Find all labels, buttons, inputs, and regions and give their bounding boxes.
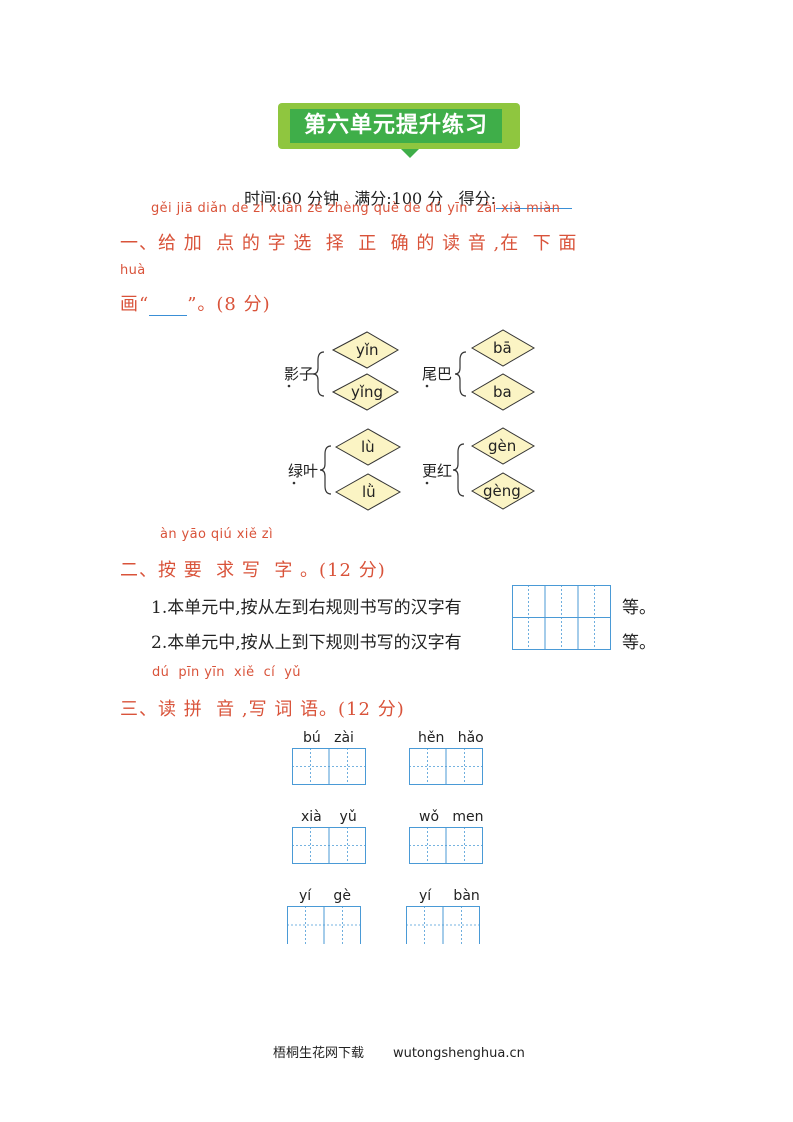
item1-option1: yǐn	[356, 341, 379, 359]
word1-pinyin: bú zài	[303, 730, 354, 746]
item1-dot	[287, 384, 291, 388]
q1-answer-grid[interactable]	[512, 585, 612, 619]
time-label: 时间:60 分钟	[244, 189, 340, 208]
hua-blank	[149, 299, 188, 316]
word3-grid[interactable]	[292, 827, 367, 865]
section2-pinyin: àn yāo qiú xiě zì	[160, 527, 273, 542]
word2-grid[interactable]	[409, 748, 484, 786]
word2-pinyin: hěn hǎo	[418, 730, 484, 746]
section2-q1-suffix: 等。	[622, 598, 656, 618]
section2-heading: 二、按 要 求 写 字 。(12 分)	[120, 560, 386, 581]
score-line: 时间:60 分钟 满分:100 分 得分:	[234, 166, 572, 209]
item4-option1: gèn	[488, 437, 516, 455]
hua-suffix: ”。(8 分)	[187, 294, 271, 315]
q2-answer-grid[interactable]	[512, 617, 612, 651]
section1-pinyin: gěi jiā diǎn de zì xuǎn zé zhèng què de …	[151, 201, 561, 216]
hua-prefix: 画“	[120, 294, 150, 315]
page-title: 第六单元提升练习	[303, 113, 488, 138]
item3-dot	[292, 481, 296, 485]
word1-grid[interactable]	[292, 748, 367, 786]
footer-site-cn: 梧桐生花网下载	[273, 1046, 365, 1061]
item4-brace	[452, 443, 465, 497]
item4-option1-diamond[interactable]	[471, 427, 535, 465]
section2-q2-suffix: 等。	[622, 633, 656, 653]
item3-brace	[319, 445, 332, 495]
item4-word: 更红	[422, 462, 452, 480]
section2-q2: 2.本单元中,按从上到下规则书写的汉字有	[151, 633, 462, 653]
item2-option2-diamond[interactable]	[471, 373, 535, 411]
item1-option2-diamond[interactable]	[331, 373, 399, 411]
word3-pinyin: xià yǔ	[301, 809, 357, 825]
score-blank[interactable]	[495, 190, 572, 209]
section1-hua-pinyin: huà	[120, 263, 146, 278]
section2-q1: 1.本单元中,按从左到右规则书写的汉字有	[151, 598, 462, 618]
item3-option1-diamond[interactable]	[334, 428, 402, 466]
word6-pinyin: yí bàn	[419, 888, 480, 904]
section3-pinyin: dú pīn yīn xiě cí yǔ	[152, 665, 301, 680]
item2-brace	[454, 351, 467, 397]
diamond-choices: 影子 yǐn yǐng 尾巴 bā ba 绿叶 lù lǜ 更红 gèn gèn…	[284, 329, 535, 511]
item2-option2: ba	[493, 383, 512, 401]
item1-brace	[312, 351, 325, 397]
word5-grid[interactable]	[287, 906, 362, 944]
title-banner: 第六单元提升练习	[278, 103, 520, 158]
section1-instruction-line: 画“ ”。(8 分)	[120, 290, 271, 316]
item3-option2-diamond[interactable]	[334, 473, 402, 511]
item3-option2: lǜ	[362, 482, 376, 501]
item4-option2: gèng	[483, 482, 521, 500]
section1-heading: 一、给 加 点 的 字 选 择 正 确 的 读 音 ,在 下 面	[120, 233, 578, 254]
section3-heading: 三、读 拼 音 ,写 词 语。(12 分)	[120, 699, 405, 720]
word5-pinyin: yí gè	[299, 888, 351, 904]
item2-dot	[425, 384, 429, 388]
item1-option1-diamond[interactable]	[331, 331, 399, 369]
footer: 梧桐生花网下载 wutongshenghua.cn	[273, 1042, 525, 1061]
word6-grid[interactable]	[406, 906, 481, 944]
banner-pointer	[401, 149, 419, 158]
item1-option2: yǐng	[351, 383, 383, 401]
word4-pinyin: wǒ men	[419, 809, 484, 825]
title-banner-inner: 第六单元提升练习	[290, 109, 502, 158]
word4-grid[interactable]	[409, 827, 484, 865]
footer-site-url[interactable]: wutongshenghua.cn	[392, 1046, 525, 1061]
item1-word: 影子	[284, 365, 314, 383]
item4-dot	[425, 481, 429, 485]
item2-option1-diamond[interactable]	[471, 329, 535, 367]
item4-option2-diamond[interactable]	[471, 472, 535, 510]
score-label: 得分:	[458, 189, 496, 208]
item2-option1: bā	[493, 339, 512, 357]
item3-word: 绿叶	[288, 462, 318, 480]
full-score-label: 满分:100 分	[354, 189, 444, 208]
item2-word: 尾巴	[422, 365, 452, 383]
item3-option1: lù	[361, 438, 375, 456]
